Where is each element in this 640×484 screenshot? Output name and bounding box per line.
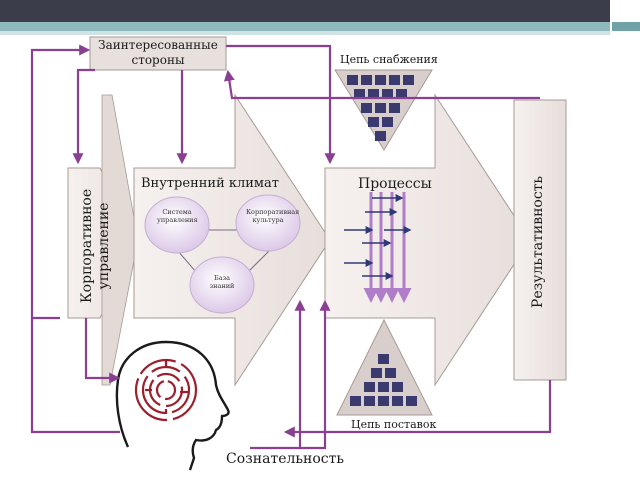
head-silhouette xyxy=(115,340,230,471)
process-horizontal-arrows xyxy=(344,194,412,280)
performance-block xyxy=(513,99,567,381)
knowledge-base-node xyxy=(189,256,255,314)
header-accent xyxy=(612,22,640,31)
header-stripe xyxy=(0,22,610,31)
management-system-label: Система управления xyxy=(157,208,198,224)
internal-climate-label: Внутренний климат xyxy=(141,176,279,191)
delivery-chain-triangle xyxy=(336,318,433,416)
processes-label: Процессы xyxy=(358,176,432,192)
feedback-connectors xyxy=(30,44,552,450)
knowledge-base-label: База знаний xyxy=(209,274,235,290)
corporate-culture-node xyxy=(235,194,301,252)
performance-label: Результативность xyxy=(530,175,546,309)
corporate-culture-label: Корпоративная культура xyxy=(246,208,300,224)
consciousness-label: Сознательность xyxy=(226,451,344,467)
stakeholders-box xyxy=(89,36,227,71)
internal-climate-block xyxy=(133,93,331,387)
management-system-node xyxy=(144,196,210,254)
processes-block xyxy=(324,93,531,387)
climate-triangle xyxy=(158,229,292,301)
corporate-governance-label: Корпоративное управление xyxy=(79,188,112,304)
header-bar xyxy=(0,0,610,22)
supply-chain-label: Цепь снабжения xyxy=(340,53,438,66)
corporate-governance-tail xyxy=(101,94,139,386)
stakeholders-label: Заинтересованные стороны xyxy=(98,38,218,67)
header-stripe-light xyxy=(0,31,610,35)
delivery-chain-squares xyxy=(350,354,417,406)
supply-chain-squares xyxy=(347,75,414,141)
delivery-chain-label: Цепь поставок xyxy=(351,418,437,431)
brain-maze-icon xyxy=(134,358,198,422)
